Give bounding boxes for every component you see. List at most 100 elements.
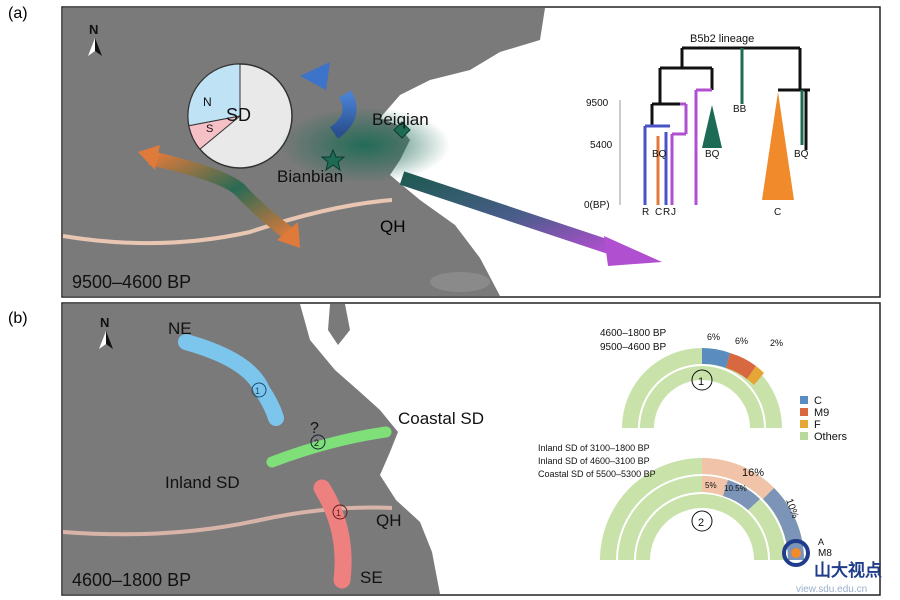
b5b2-tree: B5b2 lineage 9500 5400 0(BP) BQ BQ (584, 33, 810, 218)
watermark-url: view.sdu.edu.cn (796, 584, 867, 595)
chart2-m9-segment (702, 458, 774, 499)
north-arrow-a (88, 38, 102, 56)
clade-label-bb: BB (733, 104, 747, 115)
chart1-f-value: 2% (770, 338, 783, 348)
clade-bq-right (702, 105, 722, 148)
watermark: A M8 山大视点 view.sdu.edu.cn (782, 537, 882, 595)
pie-sd-label: SD (226, 105, 251, 125)
chart1-c-segment (702, 347, 730, 368)
legend-swatch-others (800, 432, 808, 440)
beiqian-label: Beiqian (372, 110, 429, 129)
north-migration-arrowhead (300, 62, 330, 90)
bianbian-label: Bianbian (277, 167, 343, 186)
se-label: SE (360, 568, 383, 587)
panel-b-letter: (b) (8, 310, 28, 327)
ne-label: NE (168, 319, 192, 338)
legend-label-f: F (814, 419, 821, 431)
tip-j: J (671, 207, 676, 218)
route-2-marker-text: 2 (314, 438, 319, 448)
chart1-inner-ring (640, 366, 764, 428)
chart2-row-3: Coastal SD of 5500–5300 BP (538, 469, 656, 479)
haplogroup-legend: C M9 F Others (800, 395, 848, 443)
west-south-migration-arrow (148, 151, 297, 242)
legend-swatch-c (800, 396, 808, 404)
peninsula-shape-b (328, 304, 350, 345)
north-label-a: N (89, 22, 98, 37)
period-label-b: 4600–1800 BP (72, 570, 191, 590)
southeast-migration-arrow (399, 171, 615, 255)
chart1-badge-text: 1 (698, 376, 704, 388)
qh-boundary-line-b (62, 505, 393, 537)
island-shape (430, 272, 490, 292)
chart2-coastal-c-segment (723, 480, 760, 510)
site-glow (280, 107, 450, 183)
watermark-badge-bottom: M8 (818, 548, 832, 559)
legend-label-m9: M9 (814, 407, 829, 419)
south-arrowhead (277, 222, 300, 248)
qh-boundary-line (62, 198, 393, 246)
question-mark: ? (310, 420, 319, 437)
chart1-row-2: 9500–4600 BP (600, 342, 667, 353)
clade-label-bq-3: BQ (794, 149, 809, 160)
north-label-b: N (100, 315, 109, 330)
ne-route-marker (251, 382, 267, 398)
chart2-coastal-m9-segment (702, 475, 728, 496)
chart2-badge-text: 2 (698, 517, 704, 529)
haplogroup-chart-2: 2 Inland SD of 3100–1800 BP Inland SD of… (538, 443, 804, 560)
chart1-c-value: 6% (707, 332, 720, 342)
chart2-row-1: Inland SD of 3100–1800 BP (538, 443, 650, 453)
inland-sd-label: Inland SD (165, 473, 240, 492)
chart2-m9-value: 16% (742, 467, 764, 479)
west-arrowhead (138, 145, 160, 170)
watermark-badge-top: A (818, 537, 824, 547)
tree-tick-9500: 9500 (586, 98, 609, 109)
tip-r-2: R (663, 207, 670, 218)
north-arrow-b (99, 331, 113, 349)
se-route-marker-text: 1 (336, 508, 341, 518)
tip-r-1: R (642, 207, 649, 218)
legend-swatch-m9 (800, 408, 808, 416)
chart2-badge (691, 510, 713, 532)
tree-branches (643, 46, 810, 205)
clade-label-bq-2: BQ (705, 149, 720, 160)
panel-a-letter: (a) (8, 5, 28, 22)
tree-tick-0bp: 0(BP) (584, 200, 610, 211)
chart2-row-2: Inland SD of 4600–3100 BP (538, 456, 650, 466)
pie-s-label: S (206, 123, 213, 135)
north-migration-arrow (329, 90, 357, 139)
chart1-f-segment (747, 366, 764, 385)
haplogroup-chart-1: 1 4600–1800 BP 9500–4600 BP 6% 6% 2% (600, 328, 783, 428)
tree-tick-5400: 5400 (590, 140, 613, 151)
chart2-coastal-m9-value: 5% (705, 481, 717, 490)
se-route (313, 479, 352, 589)
panel-b: (b) QH N NE 1 2 ? Coastal SD Inland SD 1… (8, 302, 881, 596)
se-route-marker (332, 504, 348, 520)
chart1-m9-segment (726, 353, 756, 379)
chart1-m9-value: 6% (735, 336, 748, 346)
watermark-brand: 山大视点 (814, 560, 882, 580)
ne-route-marker-text: 1 (255, 386, 260, 396)
legend-label-c: C (814, 395, 822, 407)
chart2-coastal-c-value: 10.5% (724, 484, 747, 493)
qh-label: QH (380, 217, 406, 236)
watermark-logo-icon (782, 539, 810, 567)
chart2-inner-ring (636, 494, 768, 560)
clade-c-triangle (762, 92, 794, 200)
ne-route (178, 334, 284, 426)
watermark-logo-dot (791, 548, 801, 558)
legend-swatch-f (800, 420, 808, 428)
chart1-row-1: 4600–1800 BP (600, 328, 667, 339)
tip-c-1: C (655, 207, 662, 218)
chart1-badge (691, 369, 713, 391)
period-label-a: 9500–4600 BP (72, 272, 191, 292)
tree-title: B5b2 lineage (690, 33, 754, 45)
route-2-marker (310, 434, 326, 450)
pie-s-slice (188, 115, 241, 150)
legend-label-others: Others (814, 431, 848, 443)
coastal-sd-label: Coastal SD (398, 409, 484, 428)
panel-a: (a) QH N SD N S Beiqian Bianbian (8, 5, 881, 298)
beiqian-marker (393, 121, 411, 139)
bianbian-marker (320, 148, 346, 172)
pie-n-slice (187, 63, 241, 127)
